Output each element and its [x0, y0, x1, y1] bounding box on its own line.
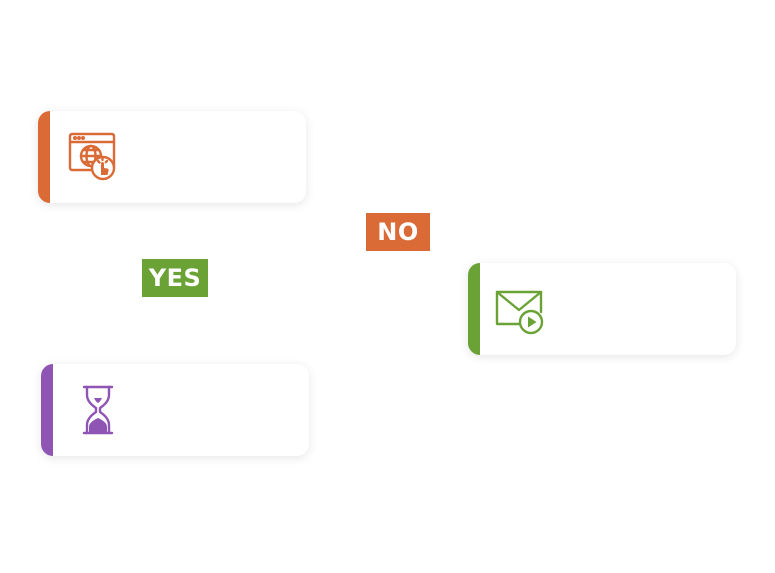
browser-globe-click-icon — [67, 131, 119, 183]
envelope-play-icon — [494, 288, 546, 340]
purple-accent-bar — [41, 364, 53, 456]
web-visit-card[interactable] — [38, 111, 306, 203]
no-badge: NO — [366, 213, 430, 251]
orange-accent-bar — [38, 111, 50, 203]
send-email-card[interactable] — [468, 263, 736, 355]
hourglass-icon — [72, 384, 124, 436]
wait-card[interactable] — [41, 364, 309, 456]
yes-badge: YES — [142, 259, 208, 297]
green-accent-bar — [468, 263, 480, 355]
